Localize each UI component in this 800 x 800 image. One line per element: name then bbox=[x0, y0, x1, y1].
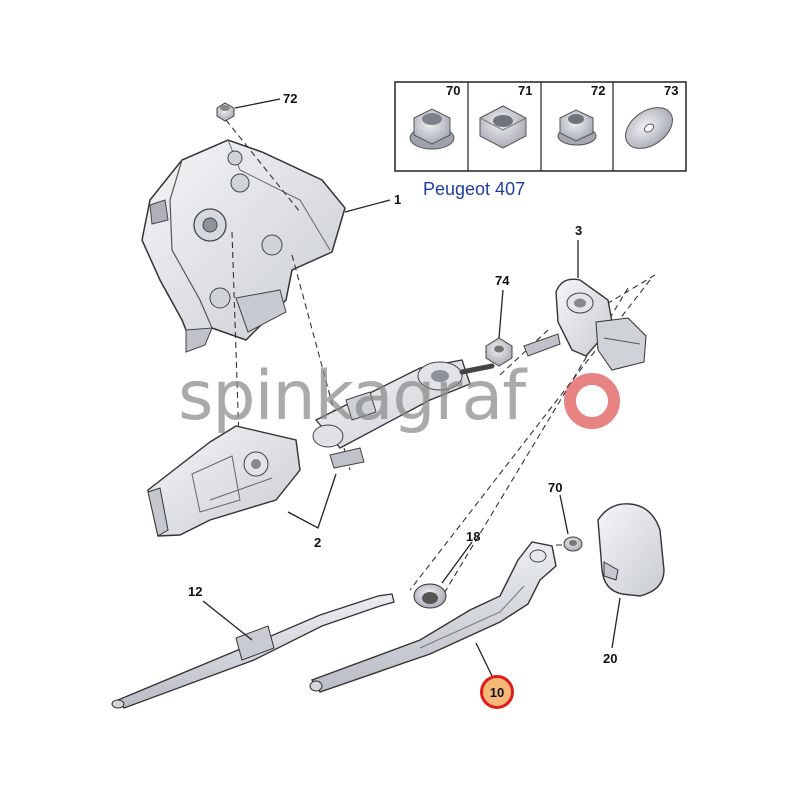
wiper-motor-icon bbox=[141, 139, 346, 353]
wiper-blade-icon bbox=[111, 593, 395, 709]
inset-number-70: 70 bbox=[446, 83, 461, 98]
callout-20: 20 bbox=[603, 651, 618, 666]
callout-1: 1 bbox=[394, 192, 402, 207]
callout-12: 12 bbox=[188, 584, 203, 599]
wiper-arm-icon bbox=[309, 541, 557, 693]
linkage-shaft-icon bbox=[312, 359, 495, 469]
callout-3: 3 bbox=[575, 223, 583, 238]
highlighted-part-10[interactable]: 10 bbox=[480, 675, 514, 709]
inset-table bbox=[394, 81, 687, 172]
seal-washer-icon bbox=[413, 583, 447, 609]
flat-washer-icon bbox=[625, 107, 673, 149]
model-label: Peugeot 407 bbox=[423, 179, 526, 199]
hex-nut-icon bbox=[479, 105, 527, 149]
inset-number-73: 73 bbox=[664, 83, 679, 98]
spindle-housing-icon bbox=[523, 278, 647, 371]
callout-70: 70 bbox=[548, 480, 563, 495]
callout-72: 72 bbox=[283, 91, 298, 106]
watermark-logo-icon bbox=[564, 373, 620, 429]
watermark: spinkagraf bbox=[178, 357, 526, 436]
callout-18: 18 bbox=[466, 529, 481, 544]
cap-cover-icon bbox=[597, 503, 665, 597]
callout-2: 2 bbox=[314, 535, 322, 550]
inset-number-72: 72 bbox=[591, 83, 606, 98]
small-nut-icon bbox=[557, 109, 597, 146]
motor-bracket-icon bbox=[147, 425, 301, 537]
flanged-nut-icon bbox=[409, 108, 455, 150]
small-nut-icon bbox=[216, 102, 235, 122]
inset-number-71: 71 bbox=[518, 83, 533, 98]
callout-74: 74 bbox=[495, 273, 510, 288]
flanged-nut-icon bbox=[563, 536, 583, 552]
